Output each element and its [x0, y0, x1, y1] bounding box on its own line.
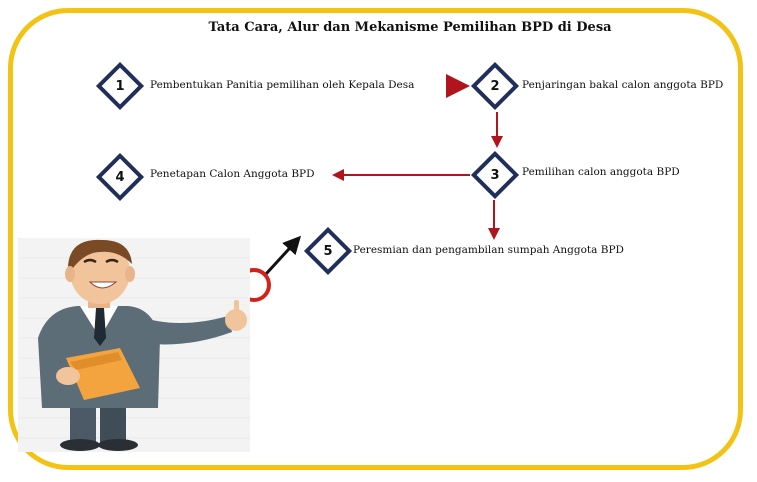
step-1-number: 1 [115, 79, 125, 94]
step-2-label: Penjaringan bakal calon anggota BPD [522, 79, 724, 91]
step-1-label: Pembentukan Panitia pemilihan oleh Kepal… [150, 79, 415, 91]
step-3-label: Pemilihan calon anggota BPD [522, 166, 680, 178]
step-3-number: 3 [490, 168, 500, 183]
step-4-number: 4 [115, 170, 125, 185]
pointer-arrow [264, 235, 302, 276]
step-5-label: Peresmian dan pengambilan sumpah Anggota… [353, 244, 624, 256]
step-2-number: 2 [490, 79, 500, 94]
businessman-illustration [18, 238, 250, 452]
diagram-title: Tata Cara, Alur dan Mekanisme Pemilihan … [208, 20, 612, 35]
step-4-label: Penetapan Calon Anggota BPD [150, 168, 315, 180]
step-5-number: 5 [323, 244, 333, 259]
